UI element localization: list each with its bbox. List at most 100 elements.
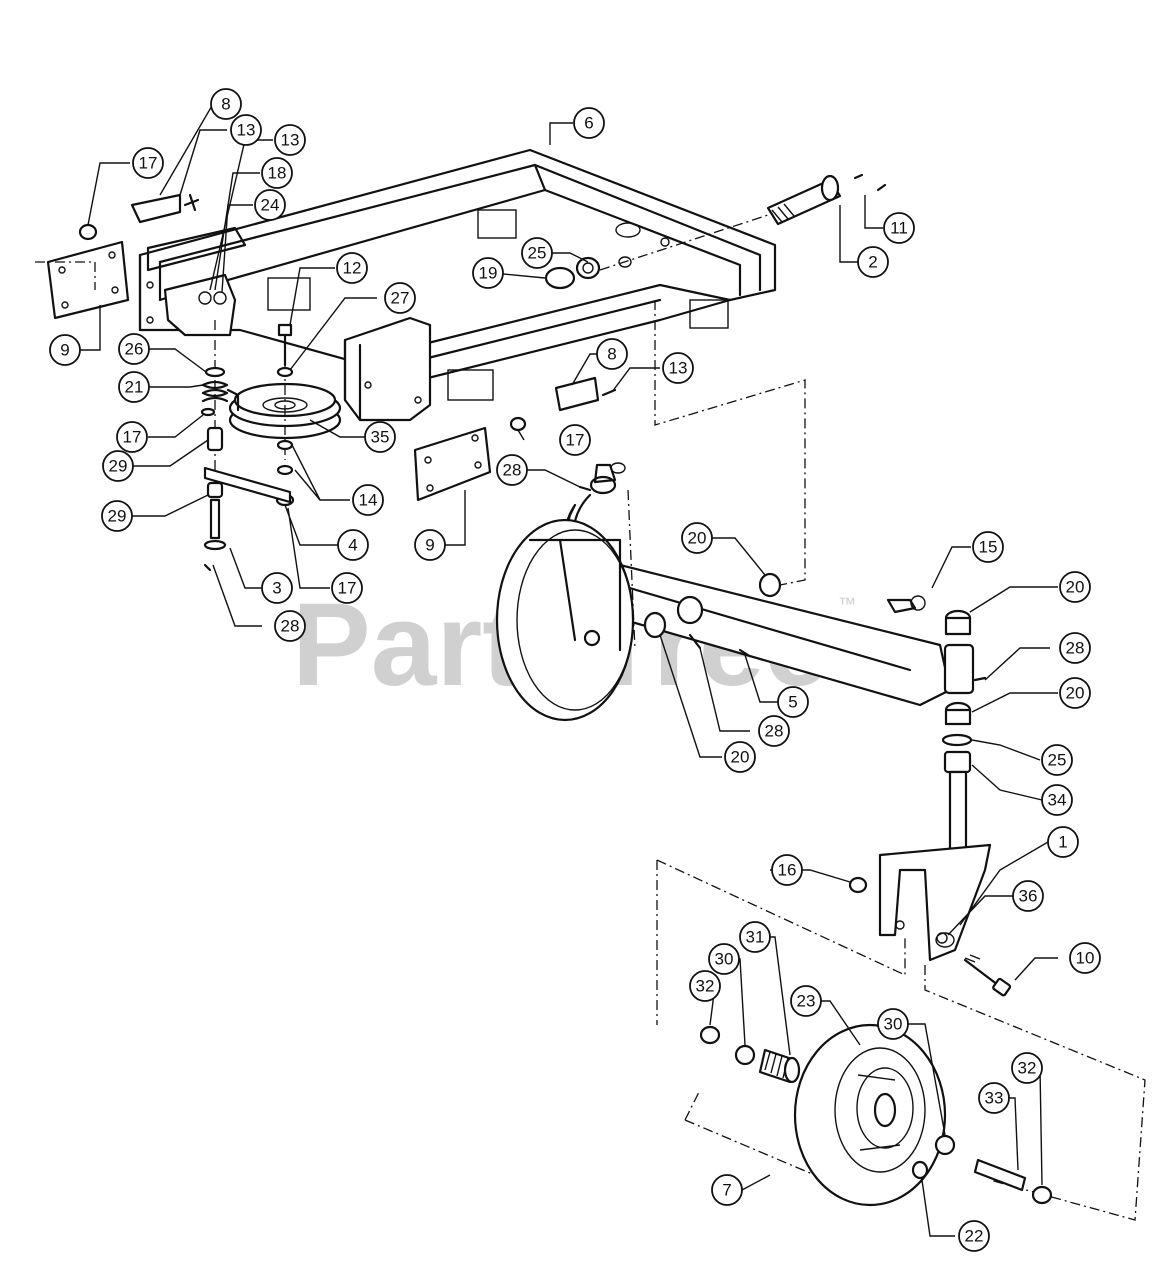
main-frame <box>138 148 777 401</box>
callout-label: 28 <box>1066 639 1085 658</box>
callout-label: 28 <box>281 617 300 636</box>
callout-3: 3 <box>261 572 293 604</box>
callout-24: 24 <box>254 189 286 221</box>
watermark-trademark: ™ <box>838 594 856 614</box>
callout-17: 17 <box>331 572 363 604</box>
callout-25: 25 <box>1041 744 1073 776</box>
callout-20: 20 <box>724 741 756 773</box>
callout-27: 27 <box>384 282 416 314</box>
callout-label: 7 <box>722 1181 731 1200</box>
callout-22: 22 <box>958 1220 990 1252</box>
callout-13: 13 <box>230 114 262 146</box>
callout-8: 8 <box>596 338 628 370</box>
caster-fork <box>878 770 992 962</box>
callout-label: 17 <box>139 154 158 173</box>
callout-12: 12 <box>336 252 368 284</box>
callout-label: 27 <box>391 289 410 308</box>
callout-29: 29 <box>101 500 133 532</box>
callout-10: 10 <box>1069 942 1101 974</box>
callout-7: 7 <box>711 1174 743 1206</box>
bushings <box>643 572 972 726</box>
callout-13: 13 <box>662 352 694 384</box>
callout-label: 2 <box>868 253 877 272</box>
callout-9: 9 <box>414 529 446 561</box>
callout-label: 10 <box>1076 949 1095 968</box>
callout-label: 4 <box>348 536 357 555</box>
callout-label: 8 <box>607 345 616 364</box>
callout-6: 6 <box>573 107 605 139</box>
caster-boundary <box>656 859 1146 1221</box>
callout-label: 5 <box>788 693 797 712</box>
bolt-10 <box>963 954 1012 997</box>
callout-label: 20 <box>731 748 750 767</box>
callout-5: 5 <box>777 686 809 718</box>
callout-label: 31 <box>746 928 765 947</box>
callout-28: 28 <box>274 610 306 642</box>
callout-label: 6 <box>584 114 593 133</box>
callout-label: 13 <box>669 359 688 378</box>
clip-top <box>130 193 182 224</box>
idler-bracket <box>163 273 237 337</box>
plate-left <box>35 240 130 320</box>
clip-mid <box>554 376 600 412</box>
callout-32: 32 <box>689 970 721 1002</box>
callout-label: 33 <box>985 1089 1004 1108</box>
callout-17: 17 <box>132 147 164 179</box>
plate-right <box>413 426 492 502</box>
callout-18: 18 <box>261 157 293 189</box>
callout-label: 11 <box>890 219 908 238</box>
callout-label: 25 <box>528 244 547 263</box>
callout-label: 22 <box>965 1227 984 1246</box>
spacer-34 <box>943 750 972 774</box>
callout-28: 28 <box>1059 632 1091 664</box>
callout-label: 29 <box>108 507 127 526</box>
callout-23: 23 <box>790 985 822 1017</box>
callout-29: 29 <box>102 450 134 482</box>
callout-label: 3 <box>272 579 281 598</box>
callout-31: 31 <box>739 921 771 953</box>
callout-label: 24 <box>261 196 280 215</box>
callout-label: 30 <box>715 950 734 969</box>
callout-label: 26 <box>125 340 144 359</box>
callout-label: 12 <box>343 259 362 278</box>
callout-1: 1 <box>1047 826 1079 858</box>
callout-20: 20 <box>1059 571 1091 603</box>
callout-label: 20 <box>1066 684 1085 703</box>
callout-label: 9 <box>60 341 69 360</box>
callout-32: 32 <box>1011 1052 1043 1084</box>
callout-15: 15 <box>972 531 1004 563</box>
roller-bearing <box>758 1048 801 1084</box>
axle-boundary <box>654 300 806 586</box>
callout-label: 21 <box>125 378 144 397</box>
callout-17: 17 <box>559 424 591 456</box>
callout-34: 34 <box>1041 784 1073 816</box>
callout-label: 19 <box>479 264 498 283</box>
callout-label: 20 <box>1066 578 1085 597</box>
callout-label: 35 <box>371 428 390 447</box>
callout-14: 14 <box>352 484 384 516</box>
callout-label: 16 <box>778 861 797 880</box>
callout-8: 8 <box>210 88 242 120</box>
callout-label: 29 <box>109 457 128 476</box>
callout-20: 20 <box>1059 677 1091 709</box>
callout-label: 13 <box>281 131 300 150</box>
caster-wheel <box>793 1023 947 1207</box>
callout-30: 30 <box>708 943 740 975</box>
callout-label: 28 <box>765 722 784 741</box>
callout-label: 30 <box>884 1015 903 1034</box>
callout-16: 16 <box>771 854 803 886</box>
callout-label: 17 <box>338 579 357 598</box>
callout-label: 13 <box>237 121 256 140</box>
left-front-wheel <box>495 518 635 722</box>
callout-13: 13 <box>274 124 306 156</box>
washer-25 <box>941 733 973 747</box>
callout-2: 2 <box>857 246 889 278</box>
idler-stack <box>200 320 292 551</box>
callout-26: 26 <box>118 333 150 365</box>
callout-17: 17 <box>116 421 148 453</box>
callout-label: 9 <box>425 536 434 555</box>
callout-label: 14 <box>359 491 378 510</box>
callout-28: 28 <box>496 454 528 486</box>
wheel-hardware <box>699 876 1053 1205</box>
